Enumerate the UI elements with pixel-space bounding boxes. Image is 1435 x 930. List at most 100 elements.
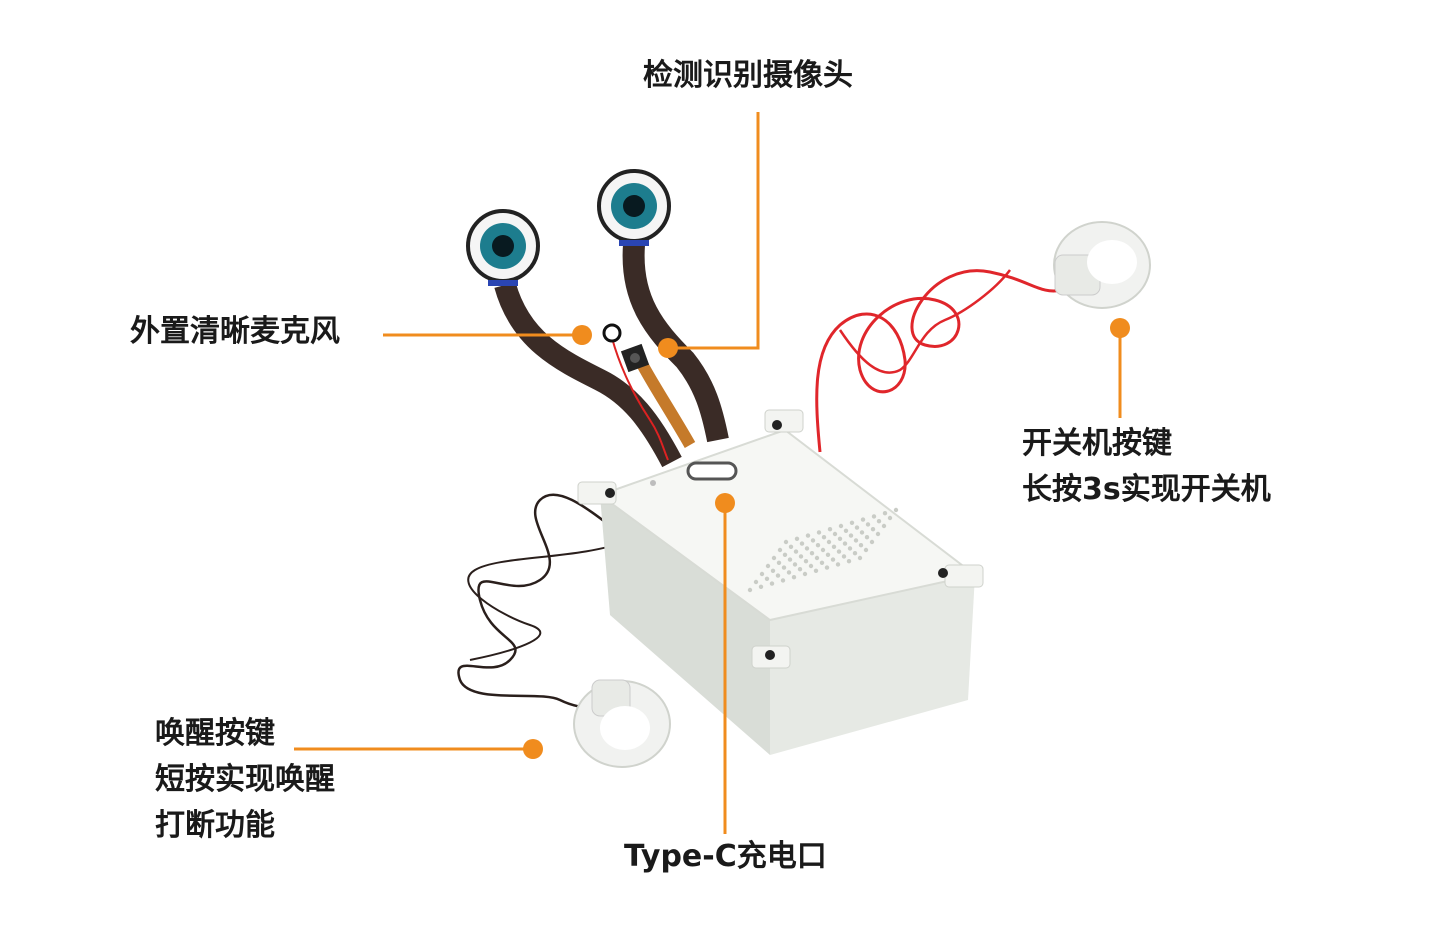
power-button-label: 开关机按键 长按3s实现开关机 [1022, 421, 1271, 513]
power-button-cable [815, 269, 1063, 453]
grill-hole [876, 519, 882, 524]
grill-hole [893, 507, 899, 513]
grill-hole [799, 541, 805, 546]
grill-hole [859, 530, 865, 535]
power-button-label-title: 开关机按键 [1022, 426, 1172, 461]
screw [938, 568, 948, 578]
grill-hole [846, 559, 852, 564]
wake-button-label: 唤醒按键 短按实现唤醒 打断功能 [155, 711, 335, 849]
grill-hole [854, 525, 860, 530]
grill-hole [871, 514, 877, 519]
grill-hole [769, 581, 775, 586]
type-c-label-line: Type-C充电口 [624, 839, 827, 874]
device-box [577, 409, 984, 755]
grill-hole [830, 557, 836, 562]
grill-hole [836, 549, 842, 554]
grill-hole [838, 523, 844, 529]
wake-callout-dot [523, 739, 543, 759]
grill-hole [780, 578, 786, 583]
grill-hole [863, 547, 869, 553]
grill-hole [803, 559, 809, 564]
grill-hole [843, 528, 849, 533]
grill-hole [788, 544, 794, 549]
grill-hole [847, 546, 853, 551]
grill-hole [747, 587, 753, 593]
wake-button-label-desc: 短按实现唤醒 [155, 762, 335, 797]
speaker-grill [747, 507, 899, 593]
grill-hole [837, 536, 843, 541]
grill-hole [794, 536, 800, 541]
grill-hole [865, 522, 871, 527]
microphone-callout-dot [572, 325, 592, 345]
grill-hole [821, 535, 827, 540]
microphone-label-line: 外置清晰麦克风 [130, 314, 340, 349]
grill-hole [809, 551, 815, 556]
grill-hole [764, 576, 770, 581]
typec-callout-dot [715, 493, 735, 513]
corner-tab [764, 409, 804, 433]
grill-hole [853, 538, 859, 543]
grill-hole [875, 531, 881, 537]
grill-hole [881, 523, 887, 529]
grill-hole [857, 555, 863, 561]
grill-hole [791, 575, 797, 580]
grill-hole [798, 554, 804, 559]
grill-hole [831, 544, 837, 549]
grill-hole [781, 565, 787, 570]
grill-hole [864, 535, 870, 540]
grill-hole [804, 546, 810, 551]
grill-hole [808, 563, 814, 569]
grill-hole [758, 584, 764, 589]
camera-right [597, 169, 671, 246]
camera-left [466, 209, 540, 286]
grill-hole [825, 552, 831, 557]
grill-hole [813, 568, 819, 573]
corner-tab [944, 564, 984, 588]
grill-hole [776, 560, 782, 565]
grill-hole [858, 543, 864, 548]
camera-cable-right [622, 244, 729, 443]
camera-callout-line [668, 112, 760, 350]
grill-hole [810, 538, 816, 543]
grill-hole [805, 533, 811, 538]
grill-hole [869, 539, 875, 545]
grill-hole [765, 563, 771, 569]
grill-hole [842, 541, 848, 546]
grill-hole [775, 573, 781, 578]
wake-button-cable [457, 493, 641, 714]
grill-hole [802, 571, 808, 577]
grill-hole [792, 562, 798, 567]
power-button-cable-loop [838, 269, 1011, 374]
grill-hole [887, 515, 893, 521]
grill-hole [777, 547, 783, 553]
grill-hole [783, 539, 789, 545]
type-c-label: Type-C充电口 [624, 834, 827, 880]
grill-hole [820, 547, 826, 553]
callouts [294, 112, 1130, 834]
camera-cable-left [494, 281, 682, 468]
grill-hole [827, 527, 833, 532]
indicator-hole [650, 480, 656, 486]
grill-hole [826, 539, 832, 545]
power-button-label-desc: 长按3s实现开关机 [1022, 472, 1271, 507]
power-callout-dot [1110, 318, 1130, 338]
grill-hole [849, 520, 855, 525]
box-front-side [770, 575, 975, 755]
grill-hole [770, 568, 776, 573]
wake-button-label-title: 唤醒按键 [155, 716, 275, 751]
microphone-label: 外置清晰麦克风 [130, 309, 340, 355]
grill-hole [832, 531, 838, 537]
grill-hole [753, 579, 759, 585]
microphone [602, 323, 650, 373]
grill-hole [771, 555, 777, 561]
grill-hole [815, 543, 821, 548]
grill-hole [841, 554, 847, 559]
power-button [1053, 221, 1151, 309]
grill-hole [835, 562, 841, 567]
grill-hole [824, 565, 830, 570]
wake-button-cable-loop [467, 539, 631, 661]
wake-button-label-desc2: 打断功能 [155, 808, 275, 843]
grill-hole [797, 567, 803, 572]
grill-hole [786, 570, 792, 575]
